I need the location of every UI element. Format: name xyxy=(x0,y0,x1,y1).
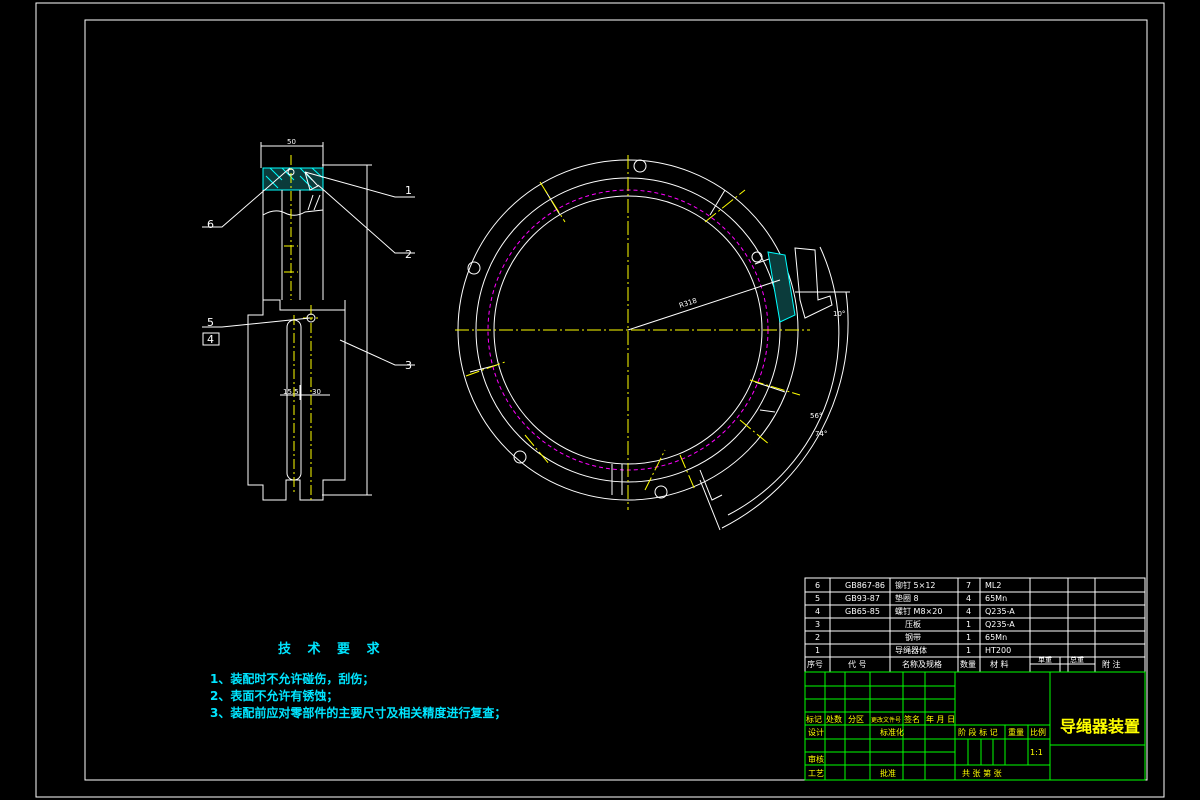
bom-cell-name: 垫圈 8 xyxy=(895,593,919,603)
tb-review: 审核 xyxy=(808,754,824,764)
bom-cell-no: 2 xyxy=(815,633,820,642)
dim-angle-a: 10° xyxy=(833,310,845,318)
balloon-4: 4 xyxy=(207,333,214,346)
bom-cell-qty: 4 xyxy=(966,607,971,616)
bom-cell-no: 6 xyxy=(815,581,820,590)
front-view xyxy=(457,159,850,531)
bom-cell-code: GB867-86 xyxy=(845,581,885,590)
dim-small-right: 30 xyxy=(312,388,321,396)
bom-row: 5 GB93-87 垫圈 8 4 65Mn xyxy=(815,593,1007,603)
clamp-hatch xyxy=(767,251,796,323)
bom-header-name: 名称及规格 xyxy=(902,659,942,669)
balloon-2: 2 xyxy=(405,248,412,261)
bom-header-code: 代 号 xyxy=(848,659,867,669)
balloon-labels: 1 2 3 4 5 6 xyxy=(207,184,412,372)
title-block: 标记 处数 分区 更改文件号 签名 年 月 日 设计 标准化 审核 工艺 批准 … xyxy=(804,671,1146,781)
arm-profile xyxy=(794,247,833,319)
bom-cell-name: 导绳器体 xyxy=(895,645,927,655)
bom-cell-qty: 1 xyxy=(966,646,971,655)
bom-row: 1 导绳器体 1 HT200 xyxy=(815,645,1011,655)
bom-row: 3 压板 1 Q235-A xyxy=(815,619,1015,629)
tb-scale-value: 1:1 xyxy=(1030,748,1043,757)
tb-standardization: 标准化 xyxy=(880,727,904,737)
tb-date: 年 月 日 xyxy=(926,714,955,724)
dim-angle-c: 74° xyxy=(815,430,827,438)
side-view xyxy=(247,142,372,501)
bom-row: 6 GB867-86 铆钉 5×12 7 ML2 xyxy=(815,580,1001,590)
title-block-labels: 标记 处数 分区 更改文件号 签名 年 月 日 设计 标准化 审核 工艺 批准 … xyxy=(806,714,1046,778)
bom-cell-qty: 4 xyxy=(966,594,971,603)
leader-lines xyxy=(202,167,415,366)
bolt-bumps xyxy=(467,159,763,499)
balloon-5: 5 xyxy=(207,316,214,329)
bom-cell-qty: 7 xyxy=(966,581,971,590)
bom-cell-mat: ML2 xyxy=(985,581,1001,590)
inner-border xyxy=(84,19,1148,781)
bom-header: 序号 代 号 名称及规格 数量 材 料 单重 总重 附 注 xyxy=(807,655,1121,669)
drawing-title: 导绳器装置 xyxy=(1060,717,1140,736)
tb-change-doc: 更改文件号 xyxy=(871,716,901,724)
tech-requirements: 技 术 要 求 1、装配时不允许碰伤，刮伤； 2、表面不允许有锈蚀； 3、装配前… xyxy=(200,638,580,722)
side-view-centerlines xyxy=(284,155,319,500)
tb-mark: 标记 xyxy=(806,714,822,724)
title-block-grid xyxy=(804,671,1146,781)
bom-header-mat: 材 料 xyxy=(990,659,1009,669)
bom-row: 4 GB65-85 螺钉 M8×20 4 Q235-A xyxy=(815,606,1015,616)
bom-cell-no: 5 xyxy=(815,594,820,603)
dim-top-width: 50 xyxy=(287,138,296,146)
tb-approve: 批准 xyxy=(880,768,896,778)
bom-rows: 6 GB867-86 铆钉 5×12 7 ML2 5 GB93-87 垫圈 8 … xyxy=(807,580,1121,669)
bom-header-total-weight: 总重 xyxy=(1070,655,1084,664)
tech-requirement-item: 2、表面不允许有锈蚀； xyxy=(210,689,339,703)
tech-requirement-item: 3、装配前应对零部件的主要尺寸及相关精度进行复查； xyxy=(210,706,507,720)
bom-header-remark: 附 注 xyxy=(1102,659,1121,669)
bom-cell-qty: 1 xyxy=(966,620,971,629)
bom-grid xyxy=(804,577,1146,673)
bom-cell-name: 螺钉 M8×20 xyxy=(895,606,942,616)
tb-design: 设计 xyxy=(808,727,824,737)
bom-cell-no: 1 xyxy=(815,646,820,655)
tb-zone: 分区 xyxy=(848,715,864,724)
tb-scale: 比例 xyxy=(1030,727,1046,737)
dim-small-left: 15.5 xyxy=(283,388,299,396)
balloon-3: 3 xyxy=(405,359,412,372)
tech-requirements-title: 技 术 要 求 xyxy=(278,642,386,657)
radius-leader xyxy=(627,279,781,331)
bom-cell-mat: 65Mn xyxy=(985,594,1007,603)
angle-arc xyxy=(721,291,849,529)
bom-cell-name: 铆钉 5×12 xyxy=(895,580,936,590)
front-view-centerlines xyxy=(455,155,810,510)
bom-cell-code: GB93-87 xyxy=(845,594,880,603)
tech-requirement-item: 1、装配时不允许碰伤，刮伤； xyxy=(210,672,375,686)
bom-cell-code: GB65-85 xyxy=(845,607,880,616)
tb-sheets: 共 张 第 张 xyxy=(962,768,1002,778)
rivet-hole xyxy=(287,168,295,176)
bom-cell-qty: 1 xyxy=(966,633,971,642)
bom-cell-name: 压板 xyxy=(905,619,921,629)
bom-cell-no: 3 xyxy=(815,620,820,629)
tb-count: 处数 xyxy=(826,714,842,724)
outer-arc-dim xyxy=(727,246,840,516)
bom-header-qty: 数量 xyxy=(960,659,976,669)
tb-weight: 重量 xyxy=(1008,727,1024,737)
bom-cell-mat: HT200 xyxy=(985,646,1011,655)
bom-row: 2 钢带 1 65Mn xyxy=(815,632,1007,642)
bom-header-no: 序号 xyxy=(807,659,823,669)
bom-header-unit-weight: 单重 xyxy=(1038,655,1052,664)
tb-sign: 签名 xyxy=(904,714,920,724)
bom-cell-mat: Q235-A xyxy=(985,620,1015,629)
bom-cell-mat: Q235-A xyxy=(985,607,1015,616)
tb-stage-mark: 阶 段 标 记 xyxy=(958,727,998,737)
bom-cell-mat: 65Mn xyxy=(985,633,1007,642)
balloon-1: 1 xyxy=(405,184,412,197)
tb-process: 工艺 xyxy=(808,769,824,778)
outer-border xyxy=(35,2,1165,798)
balloon-6: 6 xyxy=(207,218,214,231)
bom-cell-no: 4 xyxy=(815,607,820,616)
side-view-dims: 50 15.5 30 xyxy=(283,138,321,396)
bom-table: 6 GB867-86 铆钉 5×12 7 ML2 5 GB93-87 垫圈 8 … xyxy=(804,577,1146,673)
dim-angle-b: 56° xyxy=(810,412,822,420)
bom-cell-name: 钢带 xyxy=(905,632,921,642)
